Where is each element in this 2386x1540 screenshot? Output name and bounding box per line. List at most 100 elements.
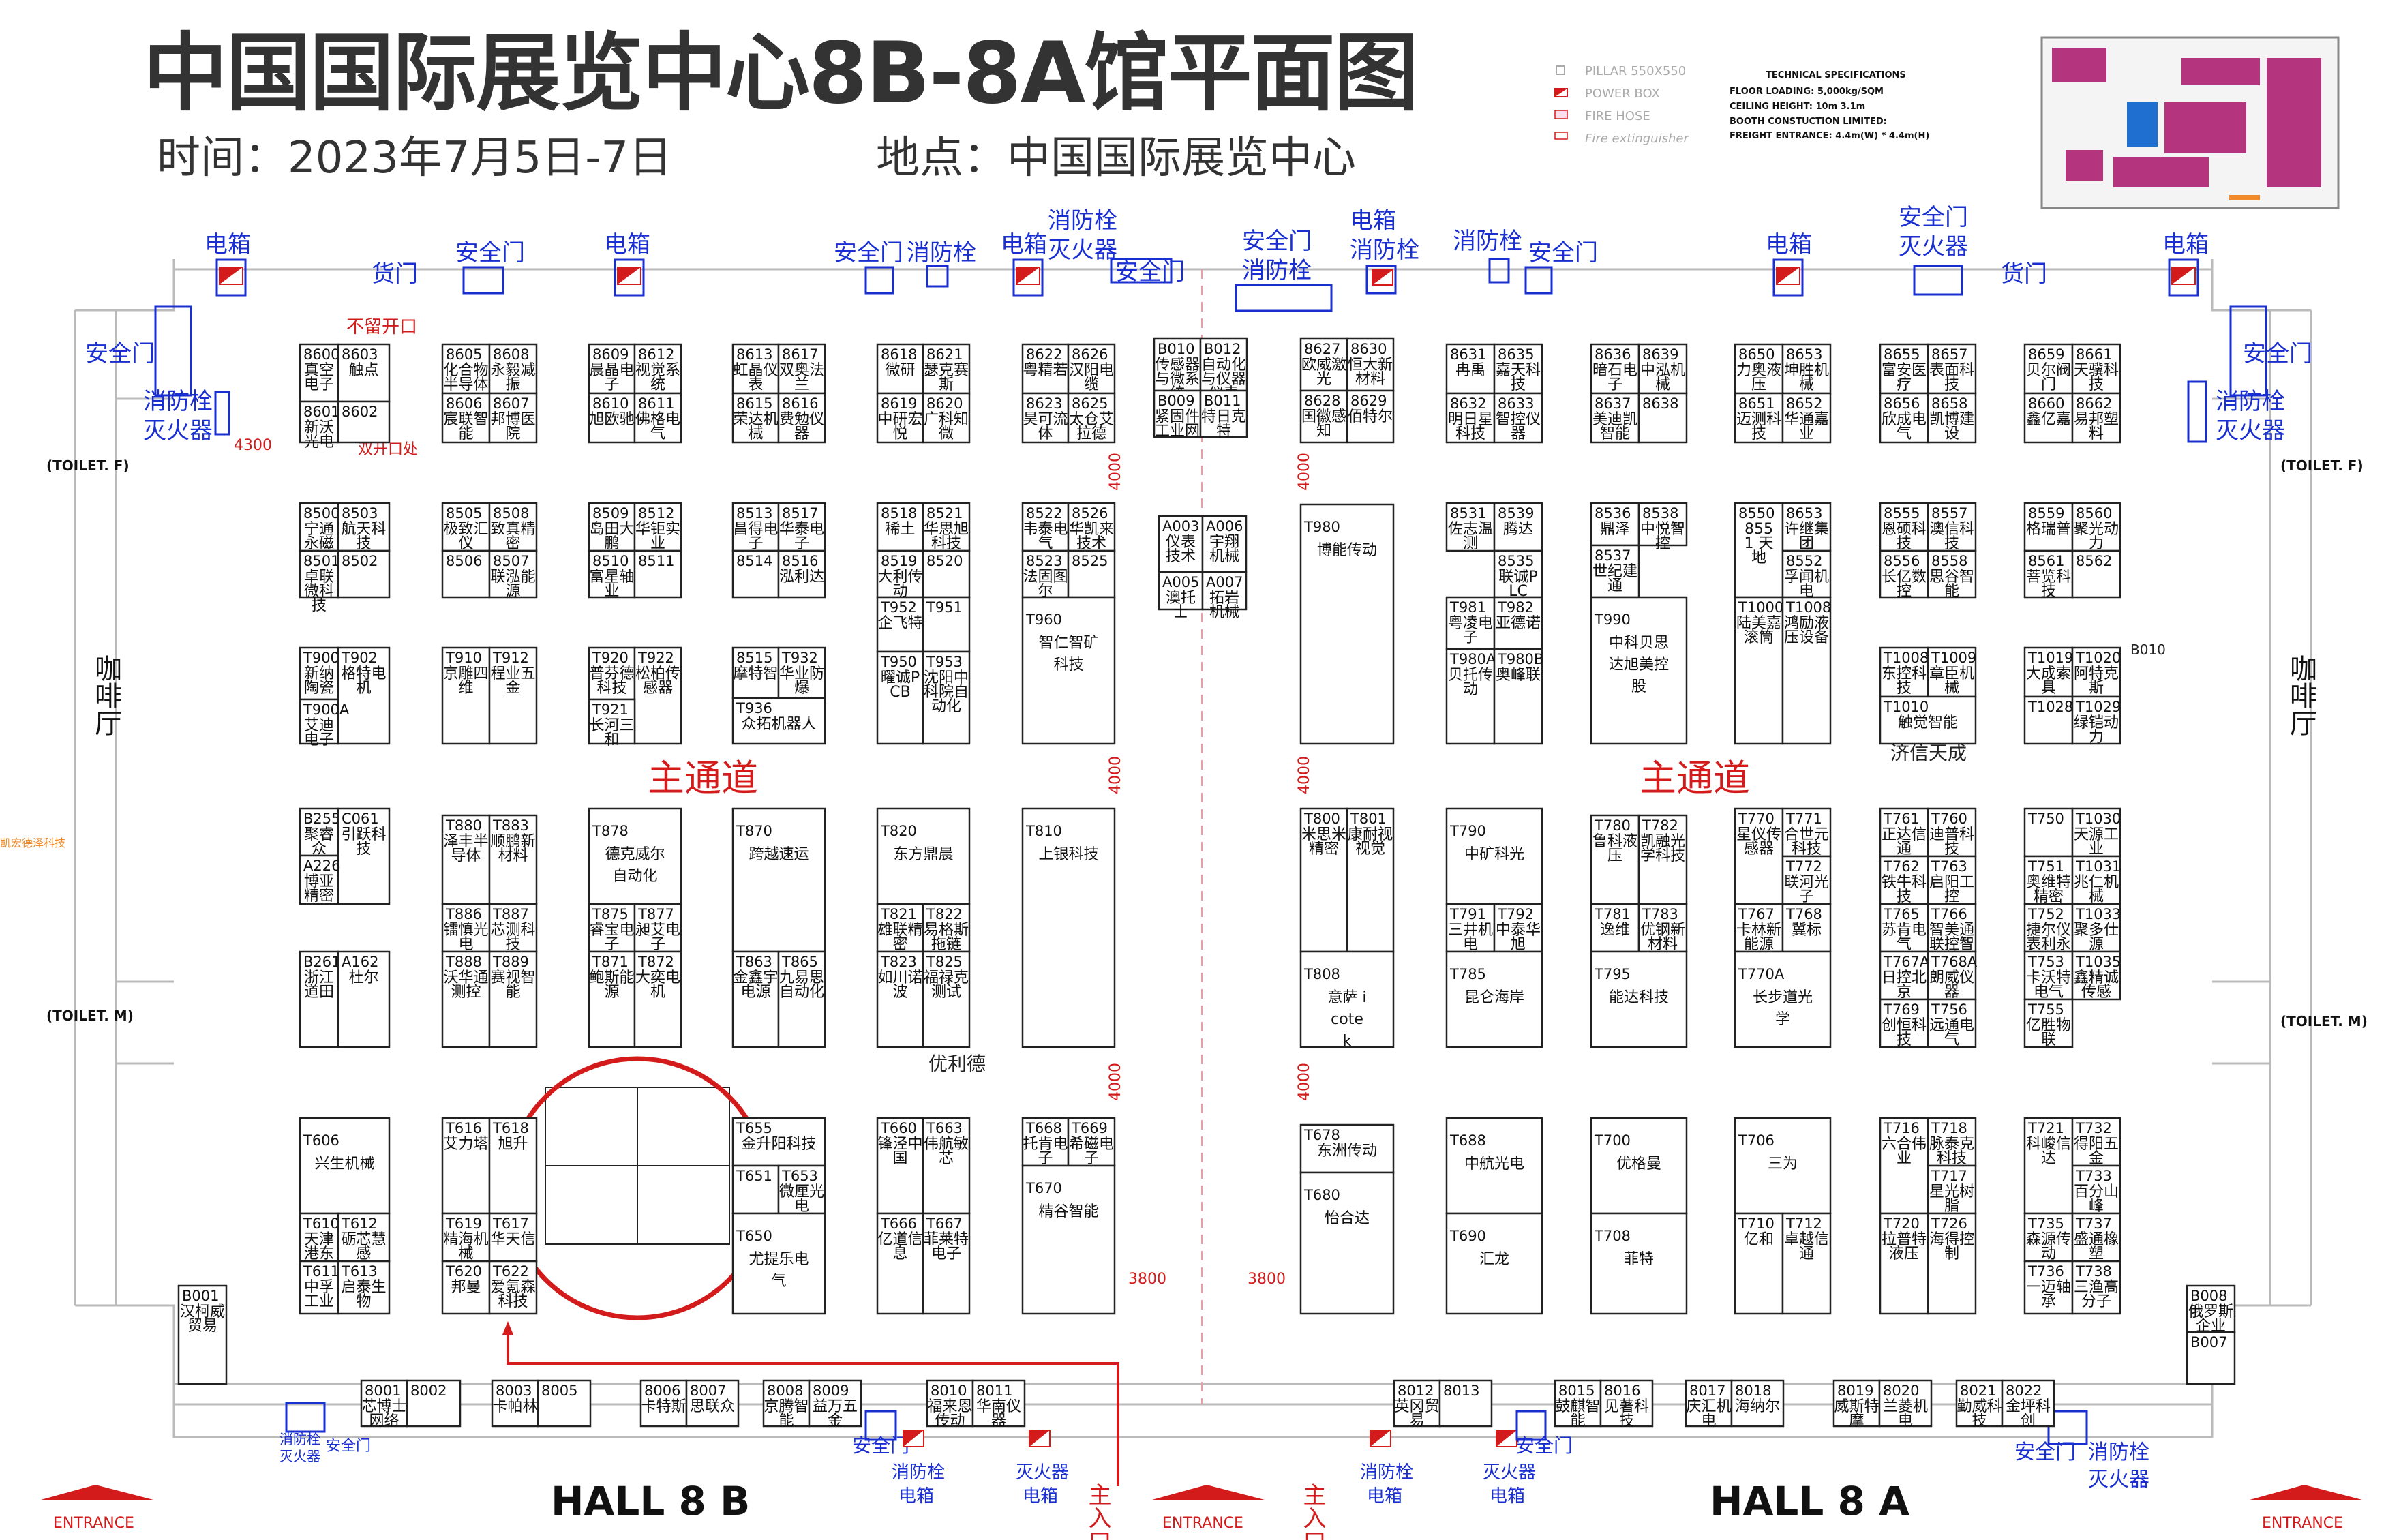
booth-8002[interactable]: 8002 bbox=[406, 1379, 462, 1428]
booth-8514[interactable]: 8514 bbox=[731, 549, 780, 599]
booth-B010[interactable]: B010传感器与微系统 bbox=[1153, 337, 1202, 402]
booth-8013[interactable]: 8013 bbox=[1438, 1379, 1493, 1428]
booth-T951[interactable]: T951 bbox=[922, 596, 971, 653]
booth-8520[interactable]: 8520 bbox=[922, 549, 971, 599]
booth-8506[interactable]: 8506 bbox=[441, 549, 491, 599]
booth-8638[interactable]: 8638 bbox=[1637, 392, 1688, 444]
booth-8005[interactable]: 8005 bbox=[537, 1379, 592, 1428]
booth-B007[interactable]: B007 bbox=[2186, 1331, 2236, 1385]
